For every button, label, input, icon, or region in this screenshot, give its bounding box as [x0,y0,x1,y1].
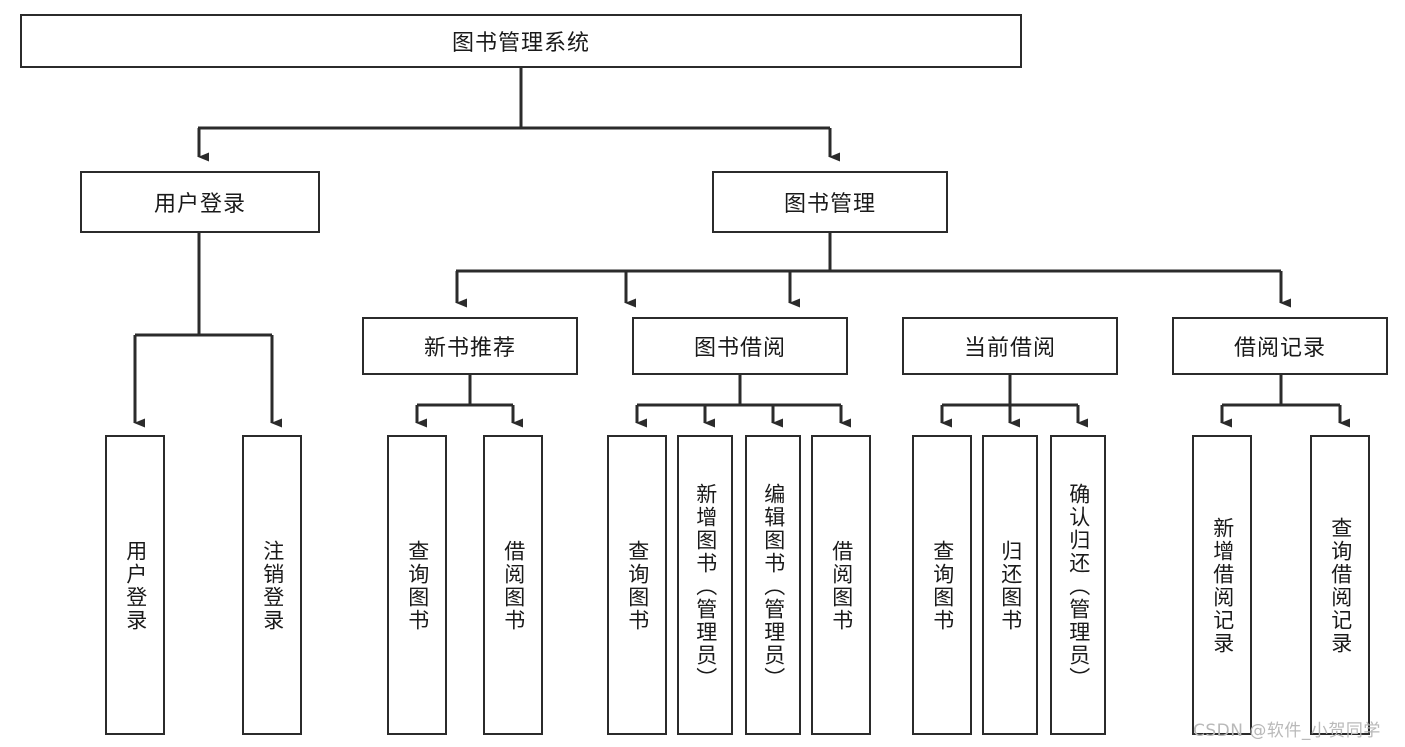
node-leaf-add-book-admin-label: 新增图书（管理员） [693,482,718,690]
node-leaf-add-book-admin[interactable]: 新增图书（管理员） [677,435,733,735]
node-leaf-borrow-book-borrow[interactable]: 借阅图书 [811,435,871,735]
node-leaf-query-book-borrow-label: 查询图书 [625,540,650,632]
csdn-watermark: CSDN @软件_小贺同学 [1193,721,1381,741]
node-leaf-user-login[interactable]: 用户登录 [105,435,165,735]
node-leaf-confirm-return-admin-label: 确认归还（管理员） [1066,482,1091,690]
node-leaf-query-book-newbook-label: 查询图书 [405,540,430,632]
node-user-login[interactable]: 用户登录 [80,171,320,233]
node-book-management[interactable]: 图书管理 [712,171,948,233]
node-current-borrow[interactable]: 当前借阅 [902,317,1118,375]
node-leaf-borrow-book-newbook[interactable]: 借阅图书 [483,435,543,735]
node-leaf-query-book-newbook[interactable]: 查询图书 [387,435,447,735]
node-leaf-return-book[interactable]: 归还图书 [982,435,1038,735]
node-book-borrow-label: 图书借阅 [693,336,786,361]
node-borrow-record[interactable]: 借阅记录 [1172,317,1388,375]
node-leaf-add-borrow-record-label: 新增借阅记录 [1210,517,1235,655]
node-leaf-query-borrow-record[interactable]: 查询借阅记录 [1310,435,1370,735]
node-leaf-add-borrow-record[interactable]: 新增借阅记录 [1192,435,1252,735]
node-leaf-query-book-current[interactable]: 查询图书 [912,435,972,735]
node-leaf-confirm-return-admin[interactable]: 确认归还（管理员） [1050,435,1106,735]
node-leaf-user-login-label: 用户登录 [123,540,148,632]
node-leaf-return-book-label: 归还图书 [998,540,1023,632]
node-book-borrow[interactable]: 图书借阅 [632,317,848,375]
node-leaf-logout[interactable]: 注销登录 [242,435,302,735]
node-root[interactable]: 图书管理系统 [20,14,1022,68]
node-leaf-query-book-borrow[interactable]: 查询图书 [607,435,667,735]
node-leaf-query-book-current-label: 查询图书 [930,540,955,632]
node-book-management-label: 图书管理 [783,192,876,217]
node-new-book-recommend-label: 新书推荐 [423,336,516,361]
node-leaf-edit-book-admin-label: 编辑图书（管理员） [761,482,786,690]
node-leaf-edit-book-admin[interactable]: 编辑图书（管理员） [745,435,801,735]
node-current-borrow-label: 当前借阅 [963,336,1056,361]
node-leaf-query-borrow-record-label: 查询借阅记录 [1328,517,1353,655]
node-new-book-recommend[interactable]: 新书推荐 [362,317,578,375]
node-root-label: 图书管理系统 [451,31,590,56]
node-leaf-borrow-book-borrow-label: 借阅图书 [829,540,854,632]
node-borrow-record-label: 借阅记录 [1233,336,1326,361]
node-leaf-borrow-book-newbook-label: 借阅图书 [501,540,526,632]
node-user-login-label: 用户登录 [153,192,246,217]
node-leaf-logout-label: 注销登录 [260,540,285,632]
